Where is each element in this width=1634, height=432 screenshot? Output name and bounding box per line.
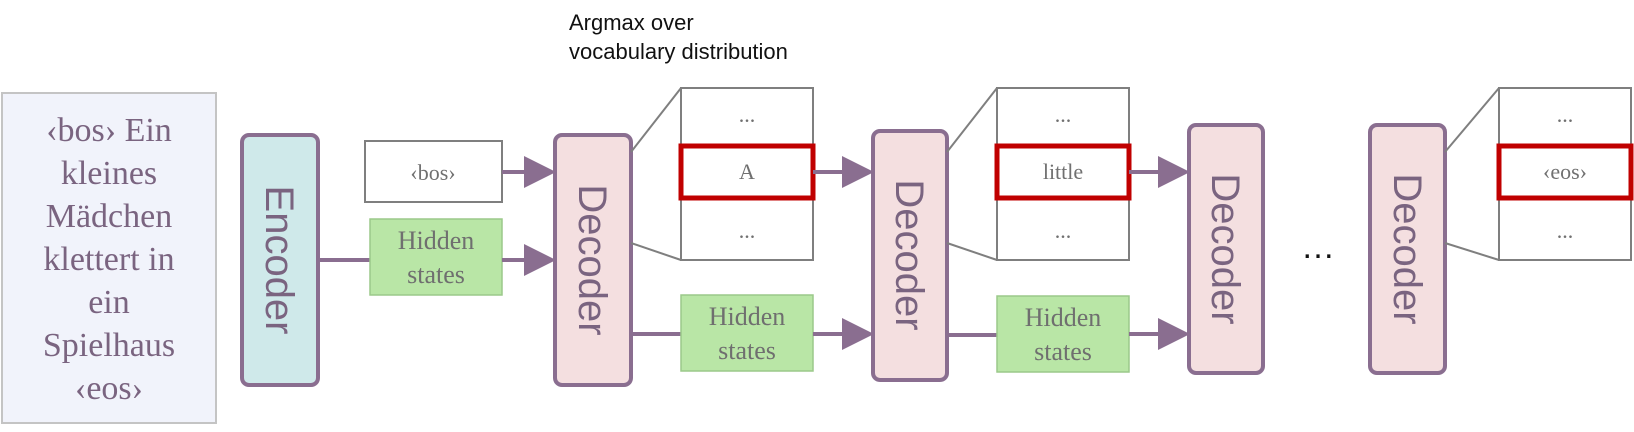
ellipsis: … — [1301, 228, 1335, 266]
hidden-states-label: Hidden — [398, 226, 475, 255]
decoder-block: Decoder — [871, 129, 949, 382]
vocab-distribution-box: ... little ... — [946, 87, 1132, 261]
vocab-distribution-box: ... A ... — [630, 87, 816, 261]
hidden-states-box: Hidden states — [680, 294, 814, 372]
vocab-top: ... — [1557, 102, 1574, 127]
decoder-block: Decoder — [1187, 123, 1265, 375]
vocab-bottom: ... — [1557, 218, 1574, 243]
vocab-distribution-box: ... ‹eos› ... — [1444, 87, 1634, 261]
source-line: klettert in — [43, 241, 174, 278]
selected-token: A — [739, 159, 755, 184]
decoder-label: Decoder — [570, 184, 614, 335]
hidden-states-box: Hidden states — [996, 295, 1130, 373]
annotation-text: Argmax over — [569, 10, 694, 35]
selected-token-box — [1496, 143, 1634, 201]
decoder-label: Decoder — [1203, 173, 1247, 324]
decoder-label: Decoder — [887, 179, 931, 330]
source-sentence-box: ‹bos› Ein kleines Mädchen klettert in ei… — [1, 92, 217, 424]
annotation-text: vocabulary distribution — [569, 39, 788, 64]
vocab-top: ... — [1055, 102, 1072, 127]
encoder-block: Encoder — [240, 133, 320, 387]
source-line: ‹bos› Ein — [46, 112, 172, 149]
hidden-states-label: Hidden — [709, 302, 786, 331]
source-line: Spielhaus — [43, 327, 175, 364]
vocab-top: ... — [739, 102, 756, 127]
decoder-block: Decoder — [1368, 123, 1447, 375]
source-line: ein — [88, 284, 130, 321]
vocab-bottom: ... — [739, 218, 756, 243]
hidden-states-label: states — [718, 336, 776, 365]
decoder-label: Decoder — [1385, 173, 1429, 324]
vocab-bottom: ... — [1055, 218, 1072, 243]
hidden-states-box: Hidden states — [369, 218, 503, 296]
decoder-block: Decoder — [553, 133, 633, 387]
source-line: kleines — [61, 155, 157, 192]
source-line: Mädchen — [46, 198, 173, 235]
hidden-states-label: Hidden — [1025, 303, 1102, 332]
hidden-states-label: states — [407, 260, 465, 289]
selected-token: little — [1043, 159, 1083, 184]
decoder-input-token-box: ‹bos› — [364, 140, 503, 203]
selected-token: ‹eos› — [1543, 159, 1587, 184]
decoder-input-token: ‹bos› — [410, 160, 455, 185]
source-line: ‹eos› — [75, 370, 143, 407]
encoder-label: Encoder — [257, 186, 301, 335]
hidden-states-label: states — [1034, 337, 1092, 366]
